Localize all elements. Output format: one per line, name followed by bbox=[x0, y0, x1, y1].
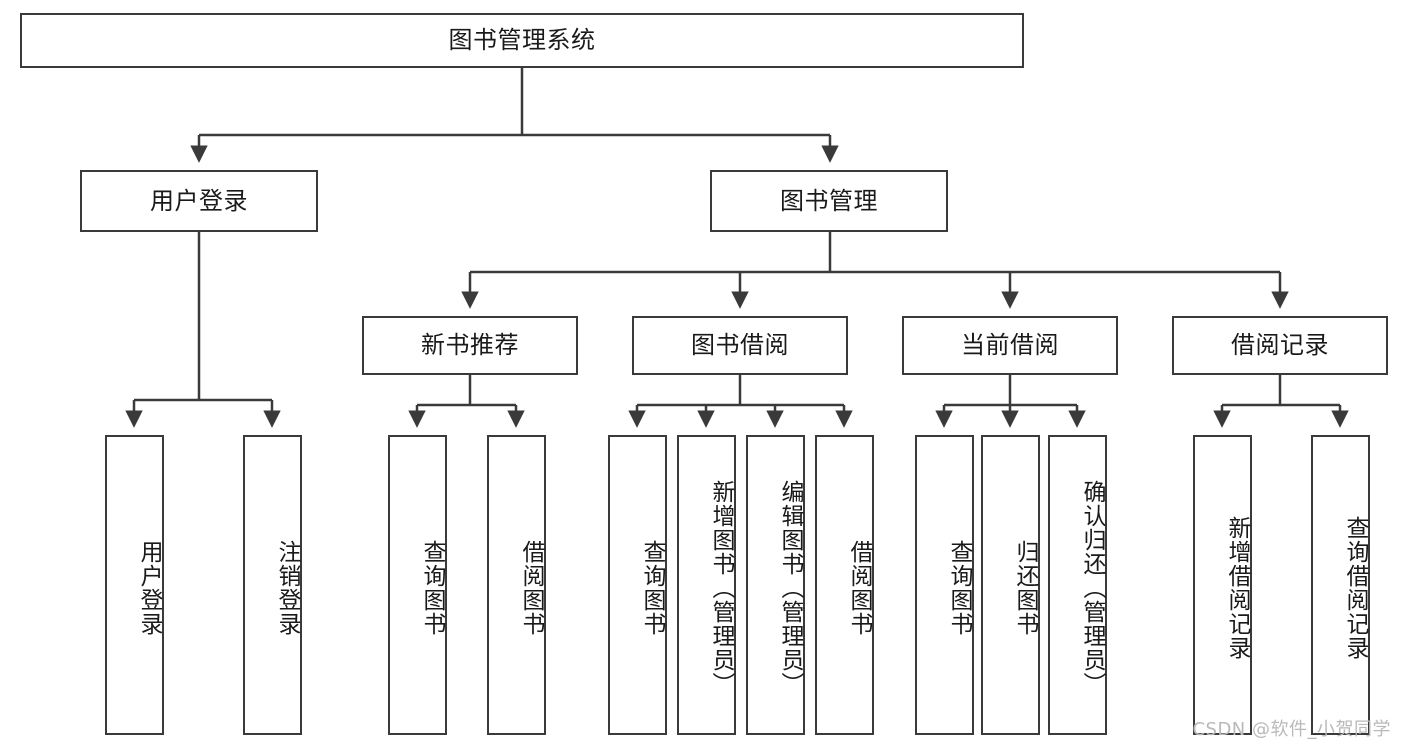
node-new-book-recommend[interactable]: 新书推荐 bbox=[362, 316, 578, 375]
node-book-management[interactable]: 图书管理 bbox=[710, 170, 948, 232]
node-borrow-record[interactable]: 借阅记录 bbox=[1172, 316, 1388, 375]
leaf-current-borrow-query-book[interactable]: 查询图书 bbox=[915, 435, 974, 735]
leaf-user-login-logout[interactable]: 注销登录 bbox=[243, 435, 302, 735]
leaf-book-borrow-borrow-book[interactable]: 借阅图书 bbox=[815, 435, 874, 735]
leaf-new-book-borrow-book[interactable]: 借阅图书 bbox=[487, 435, 546, 735]
leaf-user-login-login[interactable]: 用户登录 bbox=[105, 435, 164, 735]
leaf-current-borrow-confirm-return-admin[interactable]: 确认归还（管理员） bbox=[1048, 435, 1107, 735]
leaf-book-borrow-add-book-admin[interactable]: 新增图书（管理员） bbox=[677, 435, 736, 735]
node-book-borrow[interactable]: 图书借阅 bbox=[632, 316, 848, 375]
leaf-borrow-record-query-record[interactable]: 查询借阅记录 bbox=[1311, 435, 1370, 735]
leaf-book-borrow-edit-book-admin[interactable]: 编辑图书（管理员） bbox=[746, 435, 805, 735]
node-user-login[interactable]: 用户登录 bbox=[80, 170, 318, 232]
csdn-watermark: CSDN @软件_小贺同学 bbox=[1192, 719, 1391, 740]
leaf-book-borrow-query-book[interactable]: 查询图书 bbox=[608, 435, 667, 735]
node-root-system[interactable]: 图书管理系统 bbox=[20, 13, 1024, 68]
node-current-borrow[interactable]: 当前借阅 bbox=[902, 316, 1118, 375]
leaf-borrow-record-add-record[interactable]: 新增借阅记录 bbox=[1193, 435, 1252, 735]
leaf-new-book-query-book[interactable]: 查询图书 bbox=[388, 435, 447, 735]
leaf-current-borrow-return-book[interactable]: 归还图书 bbox=[981, 435, 1040, 735]
